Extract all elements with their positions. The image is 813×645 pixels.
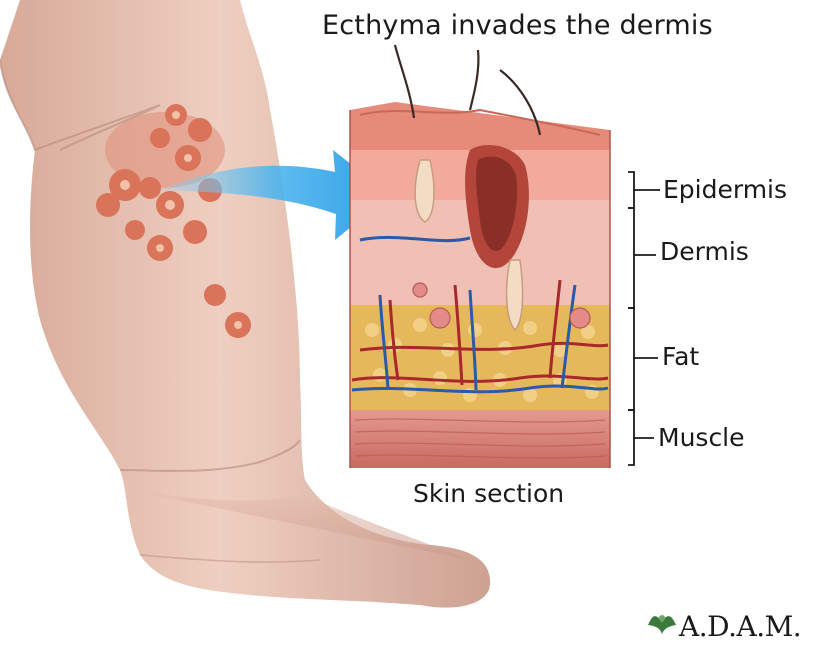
adam-logo-icon <box>648 615 676 634</box>
section-caption: Skin section <box>413 479 564 508</box>
label-dermis: Dermis <box>660 237 749 266</box>
diagram-title: Ecthyma invades the dermis <box>322 10 713 41</box>
label-epidermis: Epidermis <box>663 175 787 204</box>
adam-logo-text: A.D.A.M. <box>679 610 801 643</box>
label-fat: Fat <box>662 342 699 371</box>
label-muscle: Muscle <box>658 423 745 452</box>
layer-brackets <box>628 172 660 465</box>
skin-section <box>350 45 610 468</box>
